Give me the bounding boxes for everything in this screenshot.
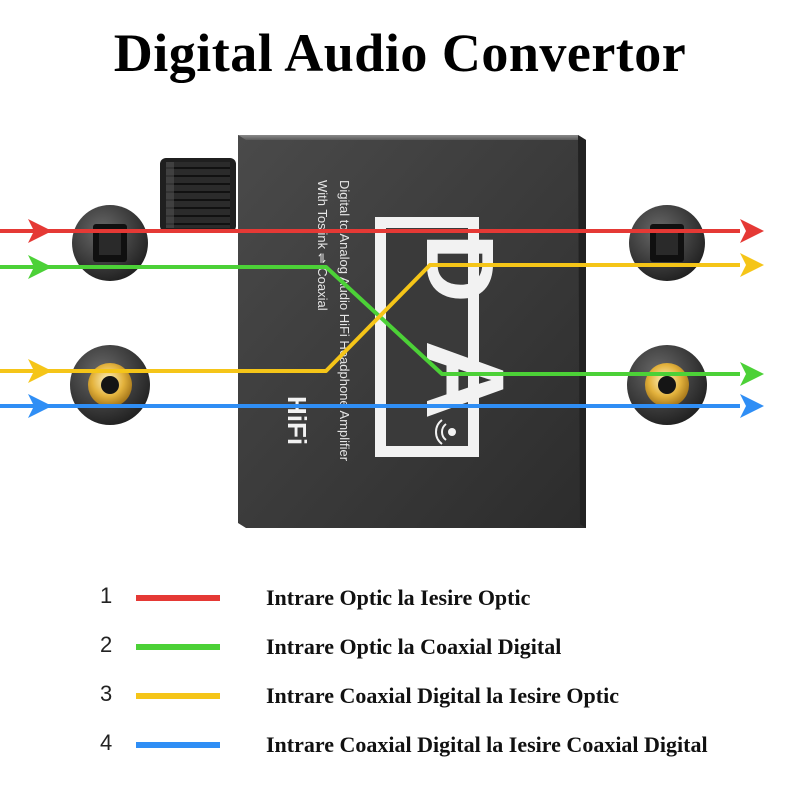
legend-label: Intrare Coaxial Digital la Iesire Optic [266, 683, 619, 708]
hifi-label: HiFi [282, 396, 312, 445]
legend-item-4: 4 Intrare Coaxial Digital la Iesire Coax… [100, 730, 780, 764]
arrow-right-icon [740, 219, 764, 243]
logo-letter-d: D [406, 233, 513, 302]
legend-swatch-yellow [136, 693, 220, 699]
signal-path-yellow [0, 263, 740, 373]
arrow-right-icon [28, 394, 52, 418]
arrow-right-icon [740, 394, 764, 418]
converter-diagram: D A Digital to Analog Audio HiFi Headpho… [0, 135, 764, 528]
arrow-right-icon [28, 255, 52, 279]
arrow-icons [28, 219, 764, 418]
coaxial-output-port [627, 345, 707, 425]
signal-path-green [0, 265, 740, 376]
legend-swatch-blue [136, 742, 220, 748]
legend-item-2: 2 Intrare Optic la Coaxial Digital [100, 632, 780, 666]
arrow-right-icon [740, 253, 764, 277]
optical-input-port [72, 205, 148, 281]
device-description-line2: With Toslink ⇌ Coaxial [315, 180, 330, 311]
arrow-right-icon [28, 359, 52, 383]
legend-label: Intrare Optic la Coaxial Digital [266, 634, 562, 659]
legend-number: 2 [100, 632, 113, 657]
sound-wave-icon [435, 419, 456, 445]
coaxial-input-port [70, 345, 150, 425]
legend-number: 4 [100, 730, 113, 755]
legend-item-1: 1 Intrare Optic la Iesire Optic [100, 583, 780, 617]
legend-swatch-green [136, 644, 220, 650]
arrow-right-icon [28, 219, 52, 243]
legend-number: 3 [100, 681, 113, 706]
page-title: Digital Audio Convertor [113, 23, 687, 83]
device-description-line1: Digital to Analog Audio HiFi Headphone A… [337, 180, 352, 462]
legend-label: Intrare Optic la Iesire Optic [266, 585, 531, 610]
legend-number: 1 [100, 583, 113, 608]
legend-label: Intrare Coaxial Digital la Iesire Coaxia… [266, 732, 708, 757]
arrow-right-icon [740, 362, 764, 386]
legend-swatch-red [136, 595, 220, 601]
optical-output-port [629, 205, 705, 281]
legend-item-3: 3 Intrare Coaxial Digital la Iesire Opti… [100, 681, 780, 715]
volume-knob [160, 158, 236, 232]
